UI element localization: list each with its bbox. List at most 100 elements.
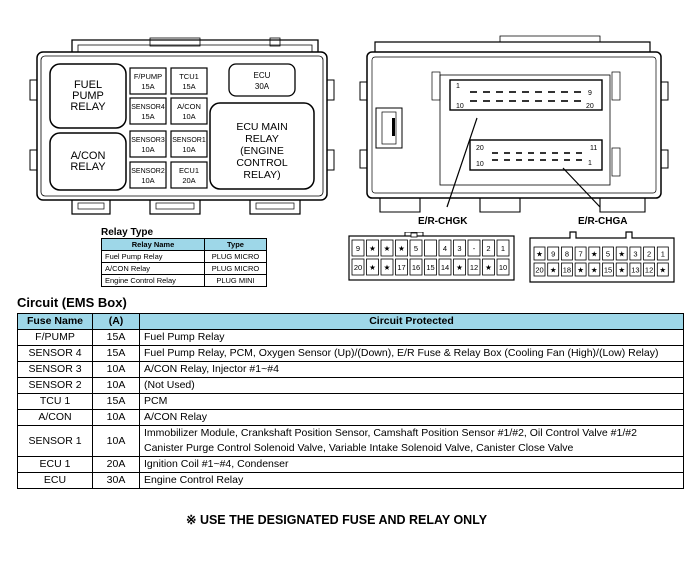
table-row: A/CON Relay PLUG MICRO [101, 262, 267, 275]
pin-number: 8 [565, 250, 569, 259]
fuse-name-cell: ECU [17, 472, 93, 489]
amp-cell: 20A [92, 456, 140, 473]
fuse-name: SENSOR1 [172, 137, 206, 144]
pin-number: 12 [470, 263, 478, 272]
pin-cell [453, 258, 466, 276]
circuit-header: Circuit Protected [139, 313, 684, 330]
pin-cell [424, 258, 437, 276]
acon-relay [49, 132, 127, 191]
pin-number: - [473, 244, 476, 253]
fuse-name: SENSOR4 [131, 104, 165, 111]
pin-cell [409, 239, 423, 257]
circuit-line: (Not Used) [144, 379, 195, 391]
fuse-name-cell: SENSOR 4 [17, 345, 93, 362]
fuel-pump-relay-label-2: PUMP [72, 90, 104, 102]
fuse-name: F/PUMP [134, 72, 162, 81]
chgk-label: E/R-CHGK [418, 216, 468, 227]
pin-number: ★ [384, 244, 391, 253]
ems-circuit-title: Circuit (EMS Box) [17, 295, 127, 310]
pin-number: ★ [485, 263, 492, 272]
circuit-line: Ignition Coil #1~#4, Condenser [144, 458, 289, 470]
fuse-name-cell: A/CON [17, 409, 93, 426]
relay-type-cell: PLUG MINI [204, 274, 267, 287]
pin-cell [629, 262, 642, 277]
lower-connector-pin-1: 1 [588, 160, 592, 167]
fuse-amp: 10A [141, 145, 154, 154]
pin-number: 3 [457, 244, 461, 253]
upper-connector-pin-20: 20 [586, 103, 594, 110]
pin-cell [409, 258, 423, 276]
fuse-amp: 10A [182, 112, 195, 121]
pin-cell [643, 246, 655, 261]
fuel-pump-relay-label-3: RELAY [70, 101, 106, 113]
pin-cell [533, 246, 546, 261]
amp-cell: 15A [92, 329, 140, 346]
pin-cell [588, 246, 601, 261]
amp-cell: 10A [92, 409, 140, 426]
pin-cell [496, 258, 510, 276]
pin-cell [351, 258, 365, 276]
chga-label: E/R-CHGA [578, 216, 627, 227]
pin-number: ★ [618, 250, 625, 259]
pin-number: 17 [397, 263, 405, 272]
pin-number: 15 [604, 266, 612, 275]
circuit-line: Fuel Pump Relay [144, 331, 225, 343]
pin-number: 5 [606, 250, 610, 259]
pin-number: ★ [384, 263, 391, 272]
pin-cell [656, 262, 669, 277]
relay-name-cell: Engine Control Relay [101, 274, 205, 287]
ecu-main-relay-label-4: CONTROL [236, 157, 287, 169]
pin-cell [496, 239, 510, 257]
pin-number: 2 [647, 250, 651, 259]
upper-connector-pin-9: 9 [588, 90, 592, 97]
pin-cell [395, 258, 408, 276]
pin-cell [533, 262, 546, 277]
pin-cell [366, 258, 379, 276]
pin-number: ★ [659, 266, 666, 275]
fuse-sensor1: SENSOR1 10A [170, 130, 208, 158]
fuse-name: A/CON [177, 102, 201, 111]
pin-cell [561, 246, 573, 261]
pin-cell [615, 246, 628, 261]
pin-cell [395, 239, 408, 257]
circuit-line: Fuel Pump Relay, PCM, Oxygen Sensor (Up)… [144, 347, 659, 359]
relay-type-header: Type [204, 238, 267, 251]
pin-cell [574, 246, 587, 261]
fuse-name-cell: SENSOR 3 [17, 361, 93, 378]
amp-cell: 10A [92, 425, 140, 457]
ecu-main-relay-label-1: ECU MAIN [236, 121, 287, 133]
pin-number: ★ [369, 244, 376, 253]
circuit-cell: Engine Control Relay [139, 472, 684, 489]
amp-header: (A) [92, 313, 140, 330]
pin-number: 12 [645, 266, 653, 275]
pin-cell [482, 258, 495, 276]
pin-number: 14 [441, 263, 449, 272]
fuse-name: SENSOR3 [131, 137, 165, 144]
lower-connector-pin-11: 11 [590, 145, 597, 152]
amp-cell: 10A [92, 361, 140, 378]
relay-name-header: Relay Name [101, 238, 205, 251]
pin-cell [380, 258, 394, 276]
relay-type-cell: PLUG MICRO [204, 262, 267, 275]
pin-cell [574, 262, 587, 277]
circuit-line: Immobilizer Module, Crankshaft Position … [144, 427, 637, 439]
pin-cell [366, 239, 379, 257]
fuse-sensor2: SENSOR2 10A [129, 161, 167, 189]
fuse-name: ECU1 [179, 166, 199, 175]
fuse-amp: 30A [255, 82, 270, 91]
circuit-line: Canister Purge Control Solenoid Valve, V… [144, 442, 574, 454]
ecu-main-relay-label-2: RELAY [245, 133, 279, 145]
fuse-amp: 15A [182, 82, 195, 91]
circuit-cell: (Not Used) [139, 377, 684, 394]
pin-cell [380, 239, 394, 257]
pin-cell [467, 239, 481, 257]
